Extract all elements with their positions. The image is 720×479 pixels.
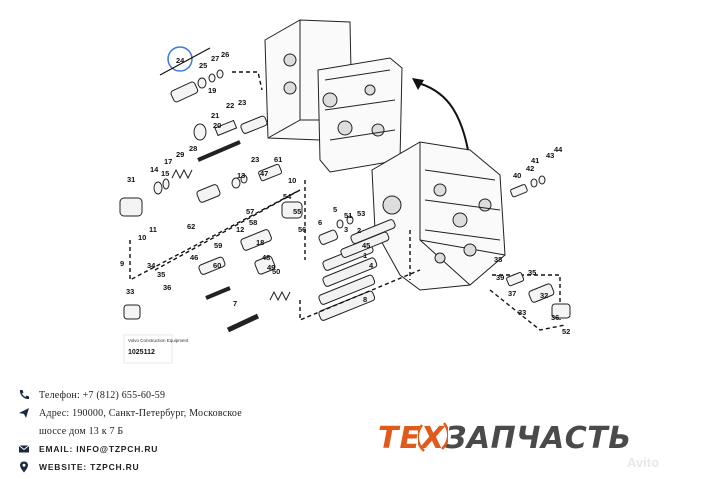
address-row: Адрес: 190000, Санкт-Петербург, Московск… — [18, 404, 318, 422]
callout-59: 59 — [214, 241, 222, 250]
callout-7: 7 — [233, 299, 237, 308]
address-line2: шоссе дом 13 к 7 Б — [39, 425, 124, 437]
address-line1: Адрес: 190000, Санкт-Петербург, Московск… — [39, 407, 242, 419]
callout-57: 57 — [246, 207, 254, 216]
callout-41: 41 — [531, 156, 539, 165]
callout-10: 10 — [288, 176, 296, 185]
callout-29: 29 — [176, 150, 184, 159]
callout-33: 33 — [126, 287, 134, 296]
mail-icon — [18, 445, 30, 453]
callout-10: 10 — [138, 233, 146, 242]
callout-50: 50 — [272, 267, 280, 276]
brand-x-icon — [417, 421, 448, 452]
callout-15: 15 — [161, 169, 169, 178]
avito-watermark: Avito — [627, 455, 660, 470]
callout-24: 24 — [176, 56, 185, 65]
spool-group — [318, 219, 396, 321]
phone-icon — [19, 390, 29, 400]
callout-61: 61 — [274, 155, 282, 164]
brand-logo: ТЕ Х ЗАПЧАСТЬ — [378, 418, 632, 458]
callout-34: 34 — [147, 261, 156, 270]
callout-5: 5 — [333, 205, 337, 214]
callout-31: 31 — [127, 175, 135, 184]
callout-49: 49 — [267, 263, 275, 272]
callout-42: 42 — [526, 164, 534, 173]
send-icon — [19, 408, 29, 418]
callout-47: 47 — [260, 169, 268, 178]
callout-26: 26 — [221, 50, 229, 59]
callout-55: 55 — [293, 207, 301, 216]
callout-9: 9 — [120, 259, 124, 268]
callout-2: 2 — [357, 226, 361, 235]
valve-block-upper — [264, 19, 403, 173]
callout-13: 13 — [237, 171, 245, 180]
callout-39: 39 — [496, 273, 504, 282]
phone-row: Телефон: +7 (812) 655-60-59 — [18, 386, 318, 404]
callout-53: 53 — [357, 209, 365, 218]
callout-62: 62 — [187, 222, 195, 231]
drawing-plate — [123, 334, 173, 364]
drawing-number: 1025112 — [128, 349, 155, 356]
contact-block: Телефон: +7 (812) 655-60-59 Адрес: 19000… — [18, 386, 318, 476]
callout-18: 18 — [256, 238, 264, 247]
callout-27: 27 — [211, 54, 219, 63]
callout-38: 38 — [494, 255, 502, 264]
callout-11: 11 — [149, 225, 157, 234]
callout-19: 19 — [208, 86, 216, 95]
brand-part-3: ЗАПЧАСТЬ — [445, 420, 632, 456]
brand-part-2: Х — [420, 420, 446, 456]
website-row: WEBSITE: TZPCH.RU — [18, 458, 318, 476]
callout-6: 6 — [318, 218, 322, 227]
callout-23: 23 — [238, 98, 246, 107]
callout-12: 12 — [236, 225, 244, 234]
highlight-circle — [167, 46, 193, 72]
callout-44: 44 — [554, 145, 563, 154]
callout-14: 14 — [150, 165, 159, 174]
callout-35: 35 — [157, 270, 165, 279]
email-text[interactable]: EMAIL: INFO@TZPCH.RU — [39, 444, 159, 454]
plate-text: Volvo Construction Equipment — [128, 338, 189, 343]
callout-51: 51 — [344, 211, 352, 220]
brand-part-1: ТЕ — [378, 420, 421, 456]
callout-35: 35 — [528, 268, 536, 277]
callout-33: 33 — [518, 308, 526, 317]
callout-45: 45 — [362, 241, 370, 250]
callout-46: 46 — [190, 253, 198, 262]
assembly-arrow — [414, 81, 469, 151]
callout-22: 22 — [226, 101, 234, 110]
callout-52: 52 — [562, 327, 570, 336]
callout-3: 3 — [344, 225, 348, 234]
callout-48: 48 — [262, 253, 270, 262]
callout-21: 21 — [211, 111, 219, 120]
callout-20: 20 — [213, 121, 221, 130]
small-parts — [119, 69, 571, 333]
callout-36: 36 — [551, 313, 559, 322]
valve-block-lower — [371, 141, 506, 291]
address-row-2: шоссе дом 13 к 7 Б — [18, 422, 318, 440]
callout-1: 1 — [363, 251, 367, 260]
callout-36: 36 — [163, 283, 171, 292]
callout-23: 23 — [251, 155, 259, 164]
callout-58: 58 — [249, 218, 257, 227]
callout-17: 17 — [164, 157, 172, 166]
callout-37: 37 — [508, 289, 516, 298]
callout-60: 60 — [213, 261, 221, 270]
callout-28: 28 — [189, 144, 197, 153]
callout-8: 8 — [363, 295, 367, 304]
brand-x-mark: Х — [417, 420, 448, 456]
callout-25: 25 — [199, 61, 207, 70]
callout-32: 32 — [540, 291, 548, 300]
callout-54: 54 — [283, 192, 292, 201]
website-text[interactable]: WEBSITE: TZPCH.RU — [39, 462, 140, 472]
callout-56: 56 — [298, 225, 306, 234]
callout-40: 40 — [513, 171, 521, 180]
phone-text: Телефон: +7 (812) 655-60-59 — [39, 389, 166, 401]
email-row: EMAIL: INFO@TZPCH.RU — [18, 440, 318, 458]
callout-43: 43 — [546, 151, 554, 160]
location-pin-icon — [20, 461, 28, 473]
callout-4: 4 — [369, 261, 374, 270]
